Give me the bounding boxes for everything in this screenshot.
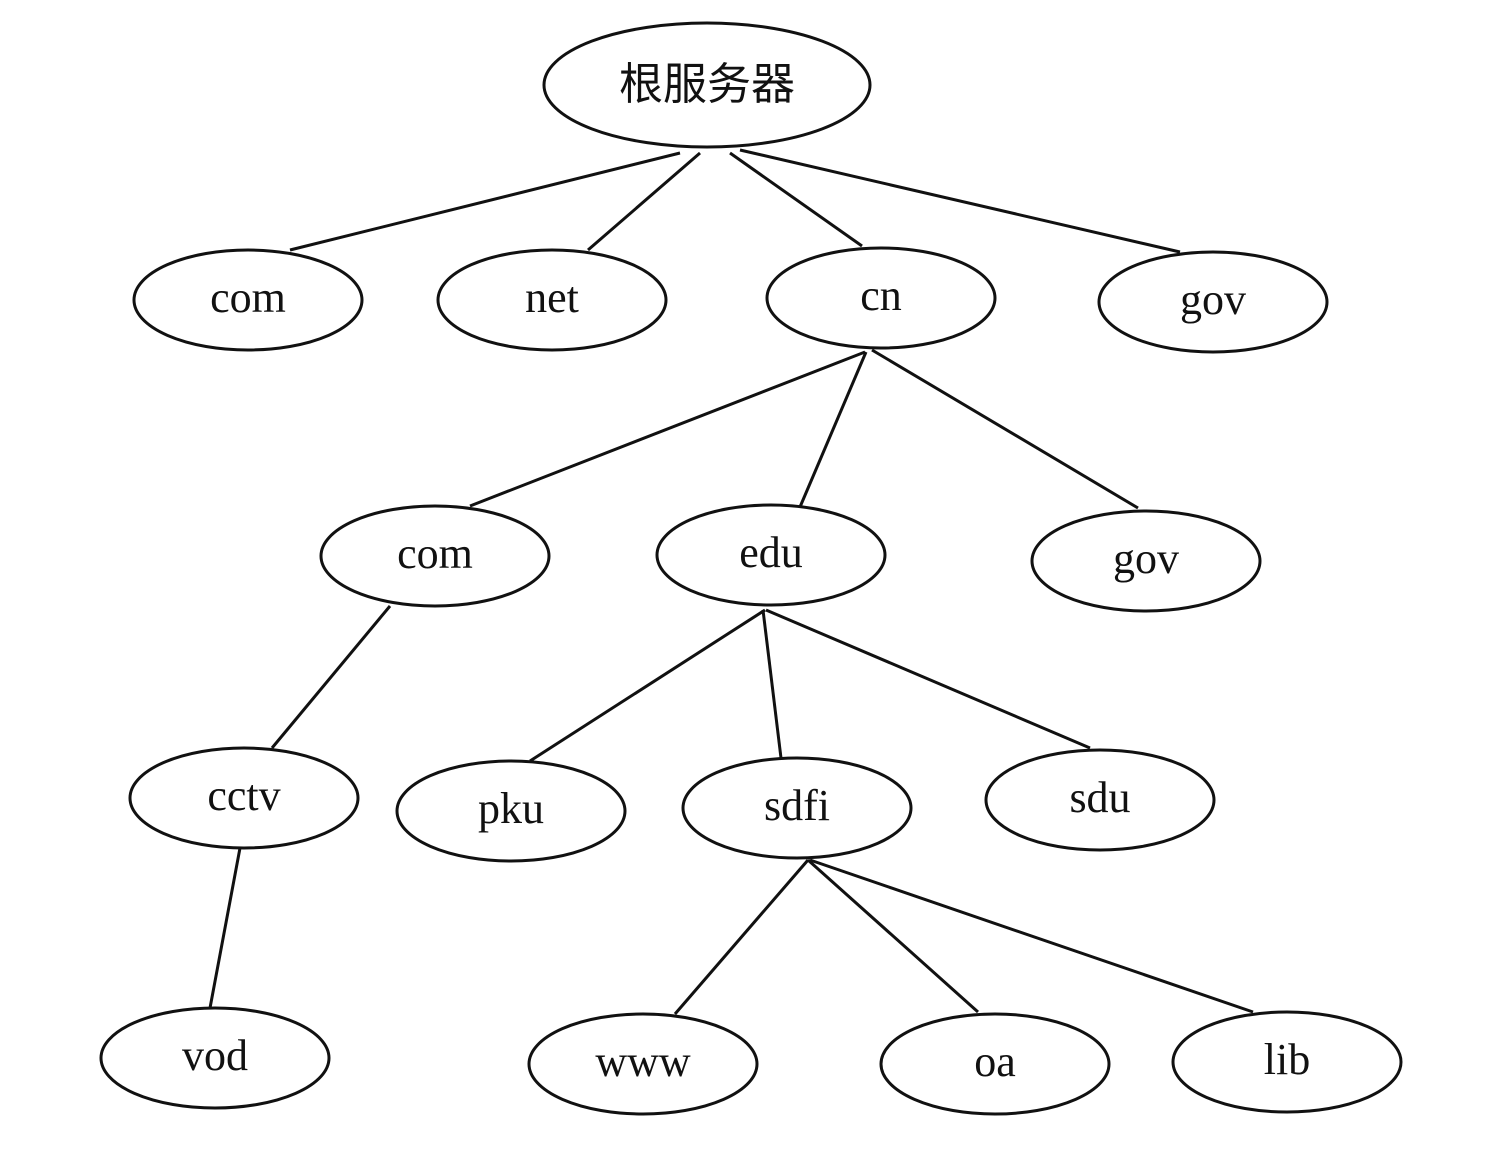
node-ellipse: [681, 756, 913, 860]
node-ellipse: [319, 504, 551, 608]
node-label: edu: [739, 528, 803, 577]
node-ellipse: [655, 503, 887, 607]
node-ellipse: [436, 248, 668, 352]
edge-root-cn: [729, 151, 863, 248]
node-label: sdfi: [764, 781, 830, 830]
edge-cn-com2: [469, 350, 866, 508]
node-net: net: [436, 248, 668, 352]
edge-com2-cctv: [270, 605, 392, 749]
edge-cn-edu: [798, 351, 868, 508]
edge-sdfi-www: [673, 859, 810, 1015]
node-lib: lib: [1171, 1010, 1403, 1114]
edge-edu-sdu: [765, 608, 1091, 750]
node-label: pku: [478, 784, 544, 833]
node-label: cctv: [207, 771, 280, 820]
node-cctv: cctv: [128, 746, 360, 850]
node-edu: edu: [655, 503, 887, 607]
edge-sdfi-lib: [809, 858, 1254, 1014]
edge-edu-pku: [529, 608, 766, 763]
node-www: www: [527, 1012, 759, 1116]
node-label: com: [210, 273, 286, 322]
edge-cctv-vod: [208, 847, 242, 1009]
node-ellipse: [1097, 250, 1329, 354]
node-vod: vod: [99, 1006, 331, 1110]
edge-root-com1: [289, 151, 681, 252]
node-ellipse: [879, 1012, 1111, 1116]
node-cn: cn: [765, 246, 997, 350]
node-label: sdu: [1069, 773, 1130, 822]
edge-edu-sdfi: [761, 609, 783, 759]
node-label: oa: [974, 1037, 1016, 1086]
edge-root-net: [587, 151, 701, 252]
edge-cn-gov2: [871, 348, 1139, 510]
node-label: 根服务器: [619, 59, 795, 110]
node-label: lib: [1264, 1035, 1310, 1084]
node-oa: oa: [879, 1012, 1111, 1116]
node-ellipse: [395, 759, 627, 863]
node-ellipse: [765, 246, 997, 350]
node-ellipse: [542, 21, 872, 149]
node-label: cn: [860, 271, 902, 320]
node-sdfi: sdfi: [681, 756, 913, 860]
node-ellipse: [527, 1012, 759, 1116]
node-label: com: [397, 529, 473, 578]
node-ellipse: [984, 748, 1216, 852]
node-ellipse: [99, 1006, 331, 1110]
node-ellipse: [1030, 509, 1262, 613]
node-gov2: gov: [1030, 509, 1262, 613]
node-label: net: [525, 273, 579, 322]
node-com1: com: [132, 248, 364, 352]
node-gov1: gov: [1097, 250, 1329, 354]
edge-sdfi-oa: [807, 858, 979, 1014]
node-sdu: sdu: [984, 748, 1216, 852]
node-label: gov: [1113, 534, 1179, 583]
node-ellipse: [1171, 1010, 1403, 1114]
node-label: www: [595, 1037, 691, 1086]
node-com2: com: [319, 504, 551, 608]
node-root: 根服务器: [542, 21, 872, 149]
edge-root-gov1: [739, 148, 1181, 254]
node-label: gov: [1180, 275, 1246, 324]
node-pku: pku: [395, 759, 627, 863]
node-ellipse: [132, 248, 364, 352]
node-ellipse: [128, 746, 360, 850]
node-label: vod: [182, 1031, 248, 1080]
